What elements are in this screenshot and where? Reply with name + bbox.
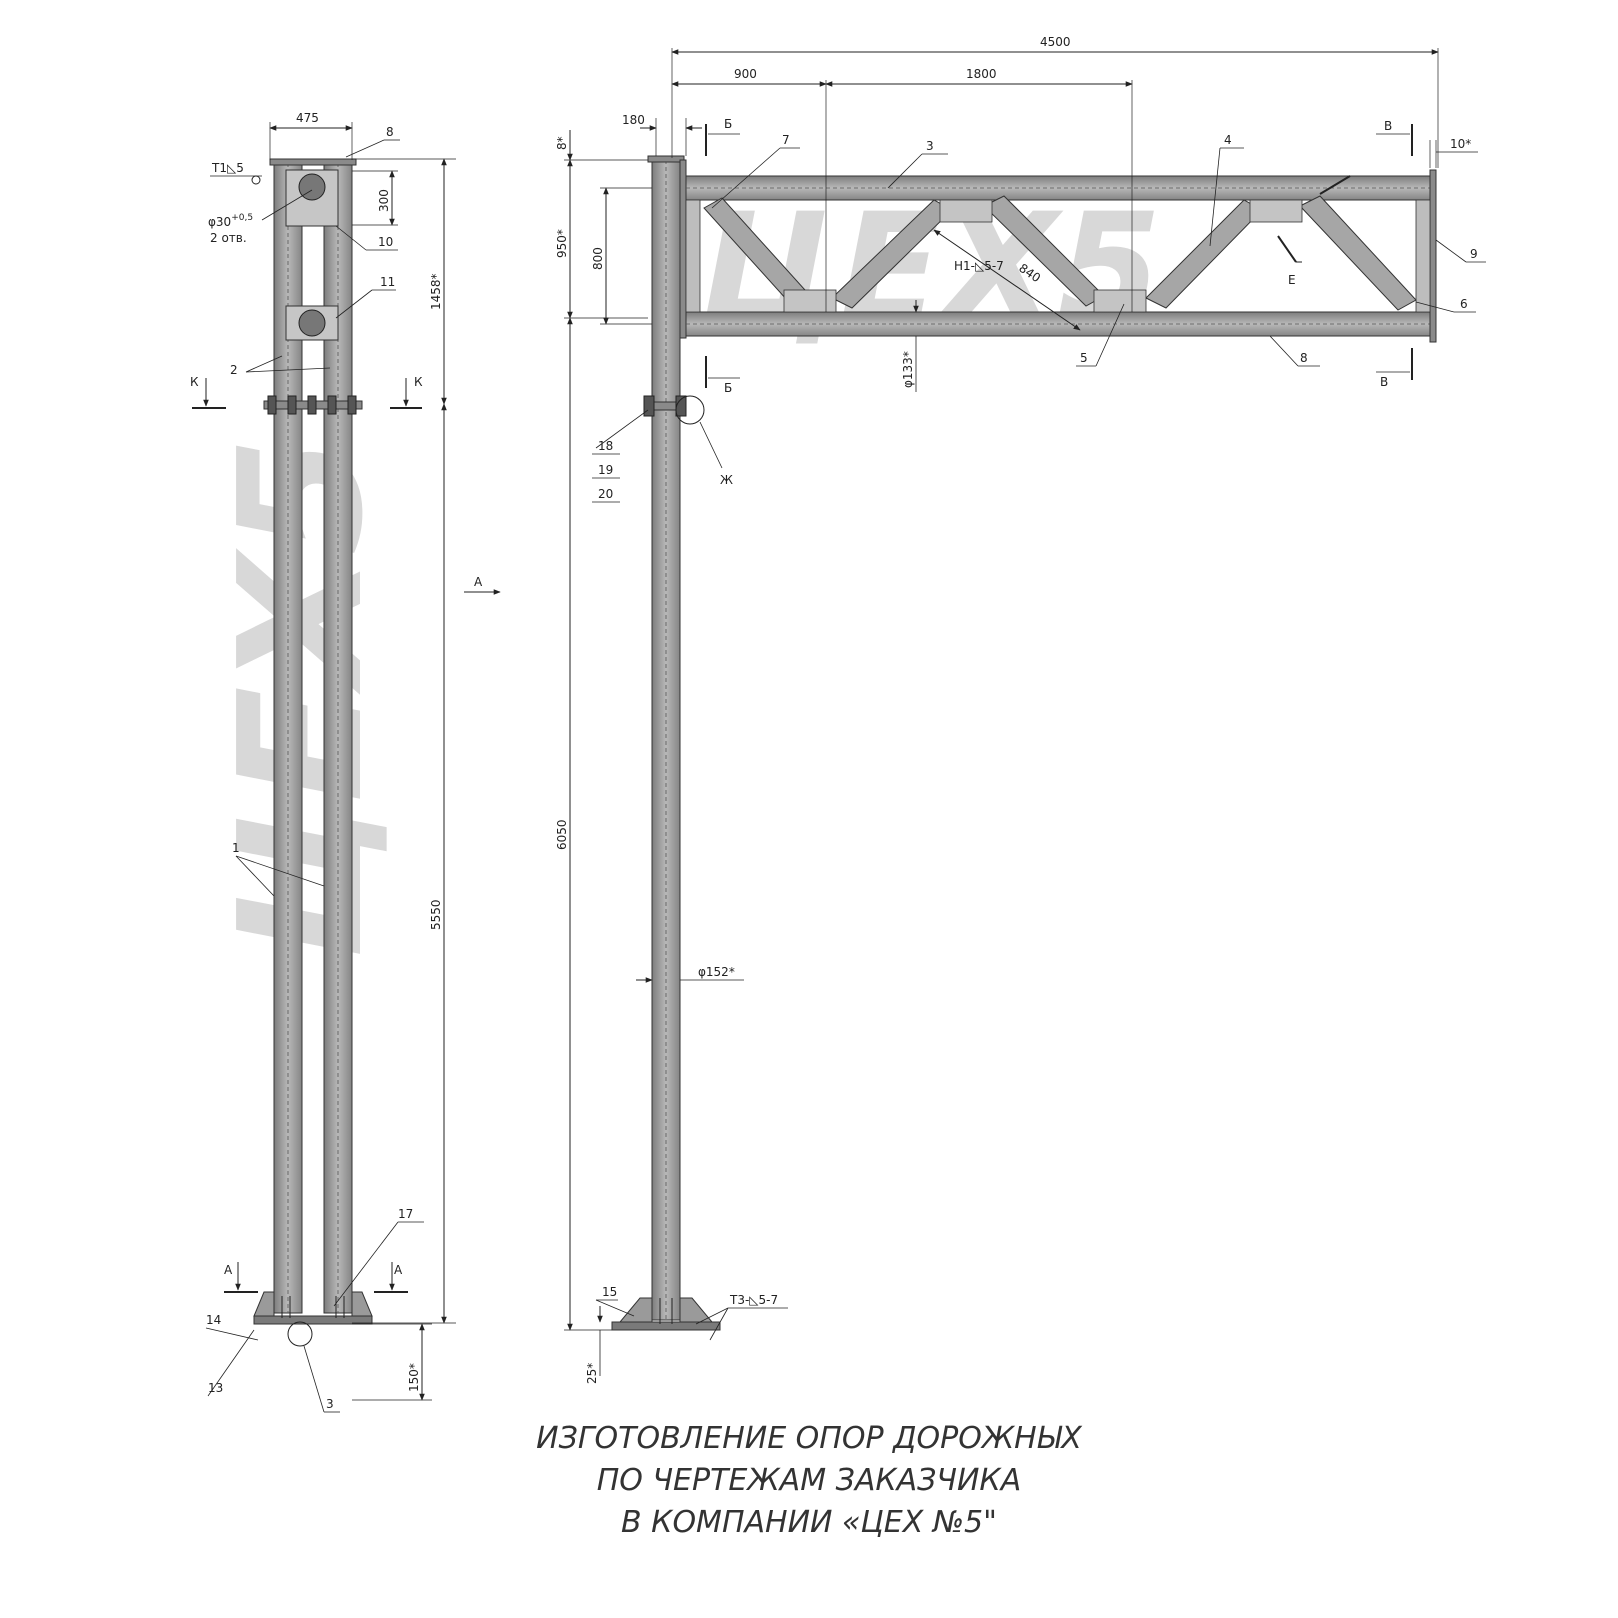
detail-circle-side bbox=[287, 1321, 313, 1347]
section-k-left: К bbox=[190, 375, 199, 389]
dim-top-offset: 8* bbox=[555, 136, 569, 150]
caption-line-1: ИЗГОТОВЛЕНИЕ ОПОР ДОРОЖНЫХ bbox=[536, 1421, 1082, 1456]
callout-8-front: 8 bbox=[1300, 351, 1308, 365]
section-a-left: А bbox=[224, 1263, 233, 1277]
base-gusset-right bbox=[351, 1291, 373, 1317]
holes-count: 2 отв. bbox=[210, 231, 247, 245]
section-b-bottom: Б bbox=[724, 381, 732, 395]
column-top-plate bbox=[647, 155, 685, 163]
section-e: Е bbox=[1288, 273, 1296, 287]
front-view: 4500 900 1800 180 8* 950* 800 6050 25* Б bbox=[555, 35, 1486, 1384]
top-plate bbox=[269, 158, 357, 166]
dim-seg1: 900 bbox=[734, 67, 757, 81]
flange-bolts bbox=[267, 395, 357, 415]
section-zh: Ж bbox=[720, 473, 733, 487]
callout-18: 18 bbox=[598, 439, 613, 453]
callout-9: 9 bbox=[1470, 247, 1478, 261]
base-gusset-left bbox=[253, 1291, 275, 1317]
dim-end-plate: 10* bbox=[1450, 137, 1471, 151]
section-v-bottom: В bbox=[1380, 375, 1388, 389]
weld-top-label: Т1◺5 bbox=[211, 161, 244, 175]
weld-base: Т3-◺5-7 bbox=[729, 1293, 778, 1307]
dim-column-height: 6050 bbox=[555, 819, 569, 850]
callout-15: 15 bbox=[602, 1285, 617, 1299]
callout-13: 13 bbox=[208, 1381, 223, 1395]
weld-diagonal: Н1-◺5-7 bbox=[954, 259, 1004, 273]
dim-plate-gap: 300 bbox=[377, 189, 391, 212]
callout-7: 7 bbox=[782, 133, 790, 147]
dim-width-top: 475 bbox=[296, 111, 319, 125]
caption-line-3: В КОМПАНИИ «ЦЕХ №5" bbox=[621, 1505, 997, 1540]
end-plate bbox=[1429, 169, 1437, 343]
front-gusset-left bbox=[618, 1297, 653, 1323]
front-base-plate bbox=[611, 1321, 721, 1331]
section-v-top: В bbox=[1384, 119, 1392, 133]
section-k-right: К bbox=[414, 375, 423, 389]
dim-seg2: 1800 bbox=[966, 67, 997, 81]
dim-tube-column: φ152* bbox=[698, 965, 735, 979]
callout-4: 4 bbox=[1224, 133, 1232, 147]
dim-lower-height: 5550 bbox=[429, 899, 443, 930]
base-plate bbox=[253, 1315, 373, 1325]
callout-6: 6 bbox=[1460, 297, 1468, 311]
caption-line-2: ПО ЧЕРТЕЖАМ ЗАКАЗЧИКА bbox=[596, 1463, 1022, 1498]
detail-circle-zh bbox=[675, 395, 705, 425]
truss-diagonals bbox=[703, 195, 1417, 311]
callout-3-side: 3 bbox=[326, 1397, 334, 1411]
side-view: 475 8 Т1◺5 300 φ30+0,5 2 отв. 10 11 2 К … bbox=[190, 111, 501, 1413]
upper-hole bbox=[298, 173, 326, 201]
column-flange-plate bbox=[679, 159, 687, 339]
callout-8-side: 8 bbox=[386, 125, 394, 139]
lower-hole bbox=[298, 309, 326, 337]
callout-2: 2 bbox=[230, 363, 238, 377]
view-arrow-a: А bbox=[474, 575, 483, 589]
callout-5: 5 bbox=[1080, 351, 1088, 365]
section-b-top: Б bbox=[724, 117, 732, 131]
caption: ИЗГОТОВЛЕНИЕ ОПОР ДОРОЖНЫХ ПО ЧЕРТЕЖАМ З… bbox=[0, 1418, 1618, 1544]
dim-base-height: 150* bbox=[407, 1363, 421, 1392]
callout-17: 17 bbox=[398, 1207, 413, 1221]
gusset-nodes bbox=[783, 199, 1303, 313]
dim-total: 4500 bbox=[1040, 35, 1071, 49]
dim-upper-height: 1458* bbox=[429, 273, 443, 310]
dim-tube-top: φ133* bbox=[901, 351, 915, 388]
dim-base-offset: 25* bbox=[585, 1363, 599, 1384]
callout-3-front: 3 bbox=[926, 139, 934, 153]
callout-19: 19 bbox=[598, 463, 613, 477]
dim-truss-height: 950* bbox=[555, 229, 569, 258]
callout-1: 1 bbox=[232, 841, 240, 855]
column-tube bbox=[651, 159, 681, 1321]
hole-dim: φ30+0,5 bbox=[208, 213, 253, 229]
callout-14: 14 bbox=[206, 1313, 221, 1327]
callout-11: 11 bbox=[380, 275, 395, 289]
callout-20: 20 bbox=[598, 487, 613, 501]
dim-inner-height: 800 bbox=[591, 247, 605, 270]
dim-col-width: 180 bbox=[622, 113, 645, 127]
section-a-right: А bbox=[394, 1263, 403, 1277]
callout-10: 10 bbox=[378, 235, 393, 249]
